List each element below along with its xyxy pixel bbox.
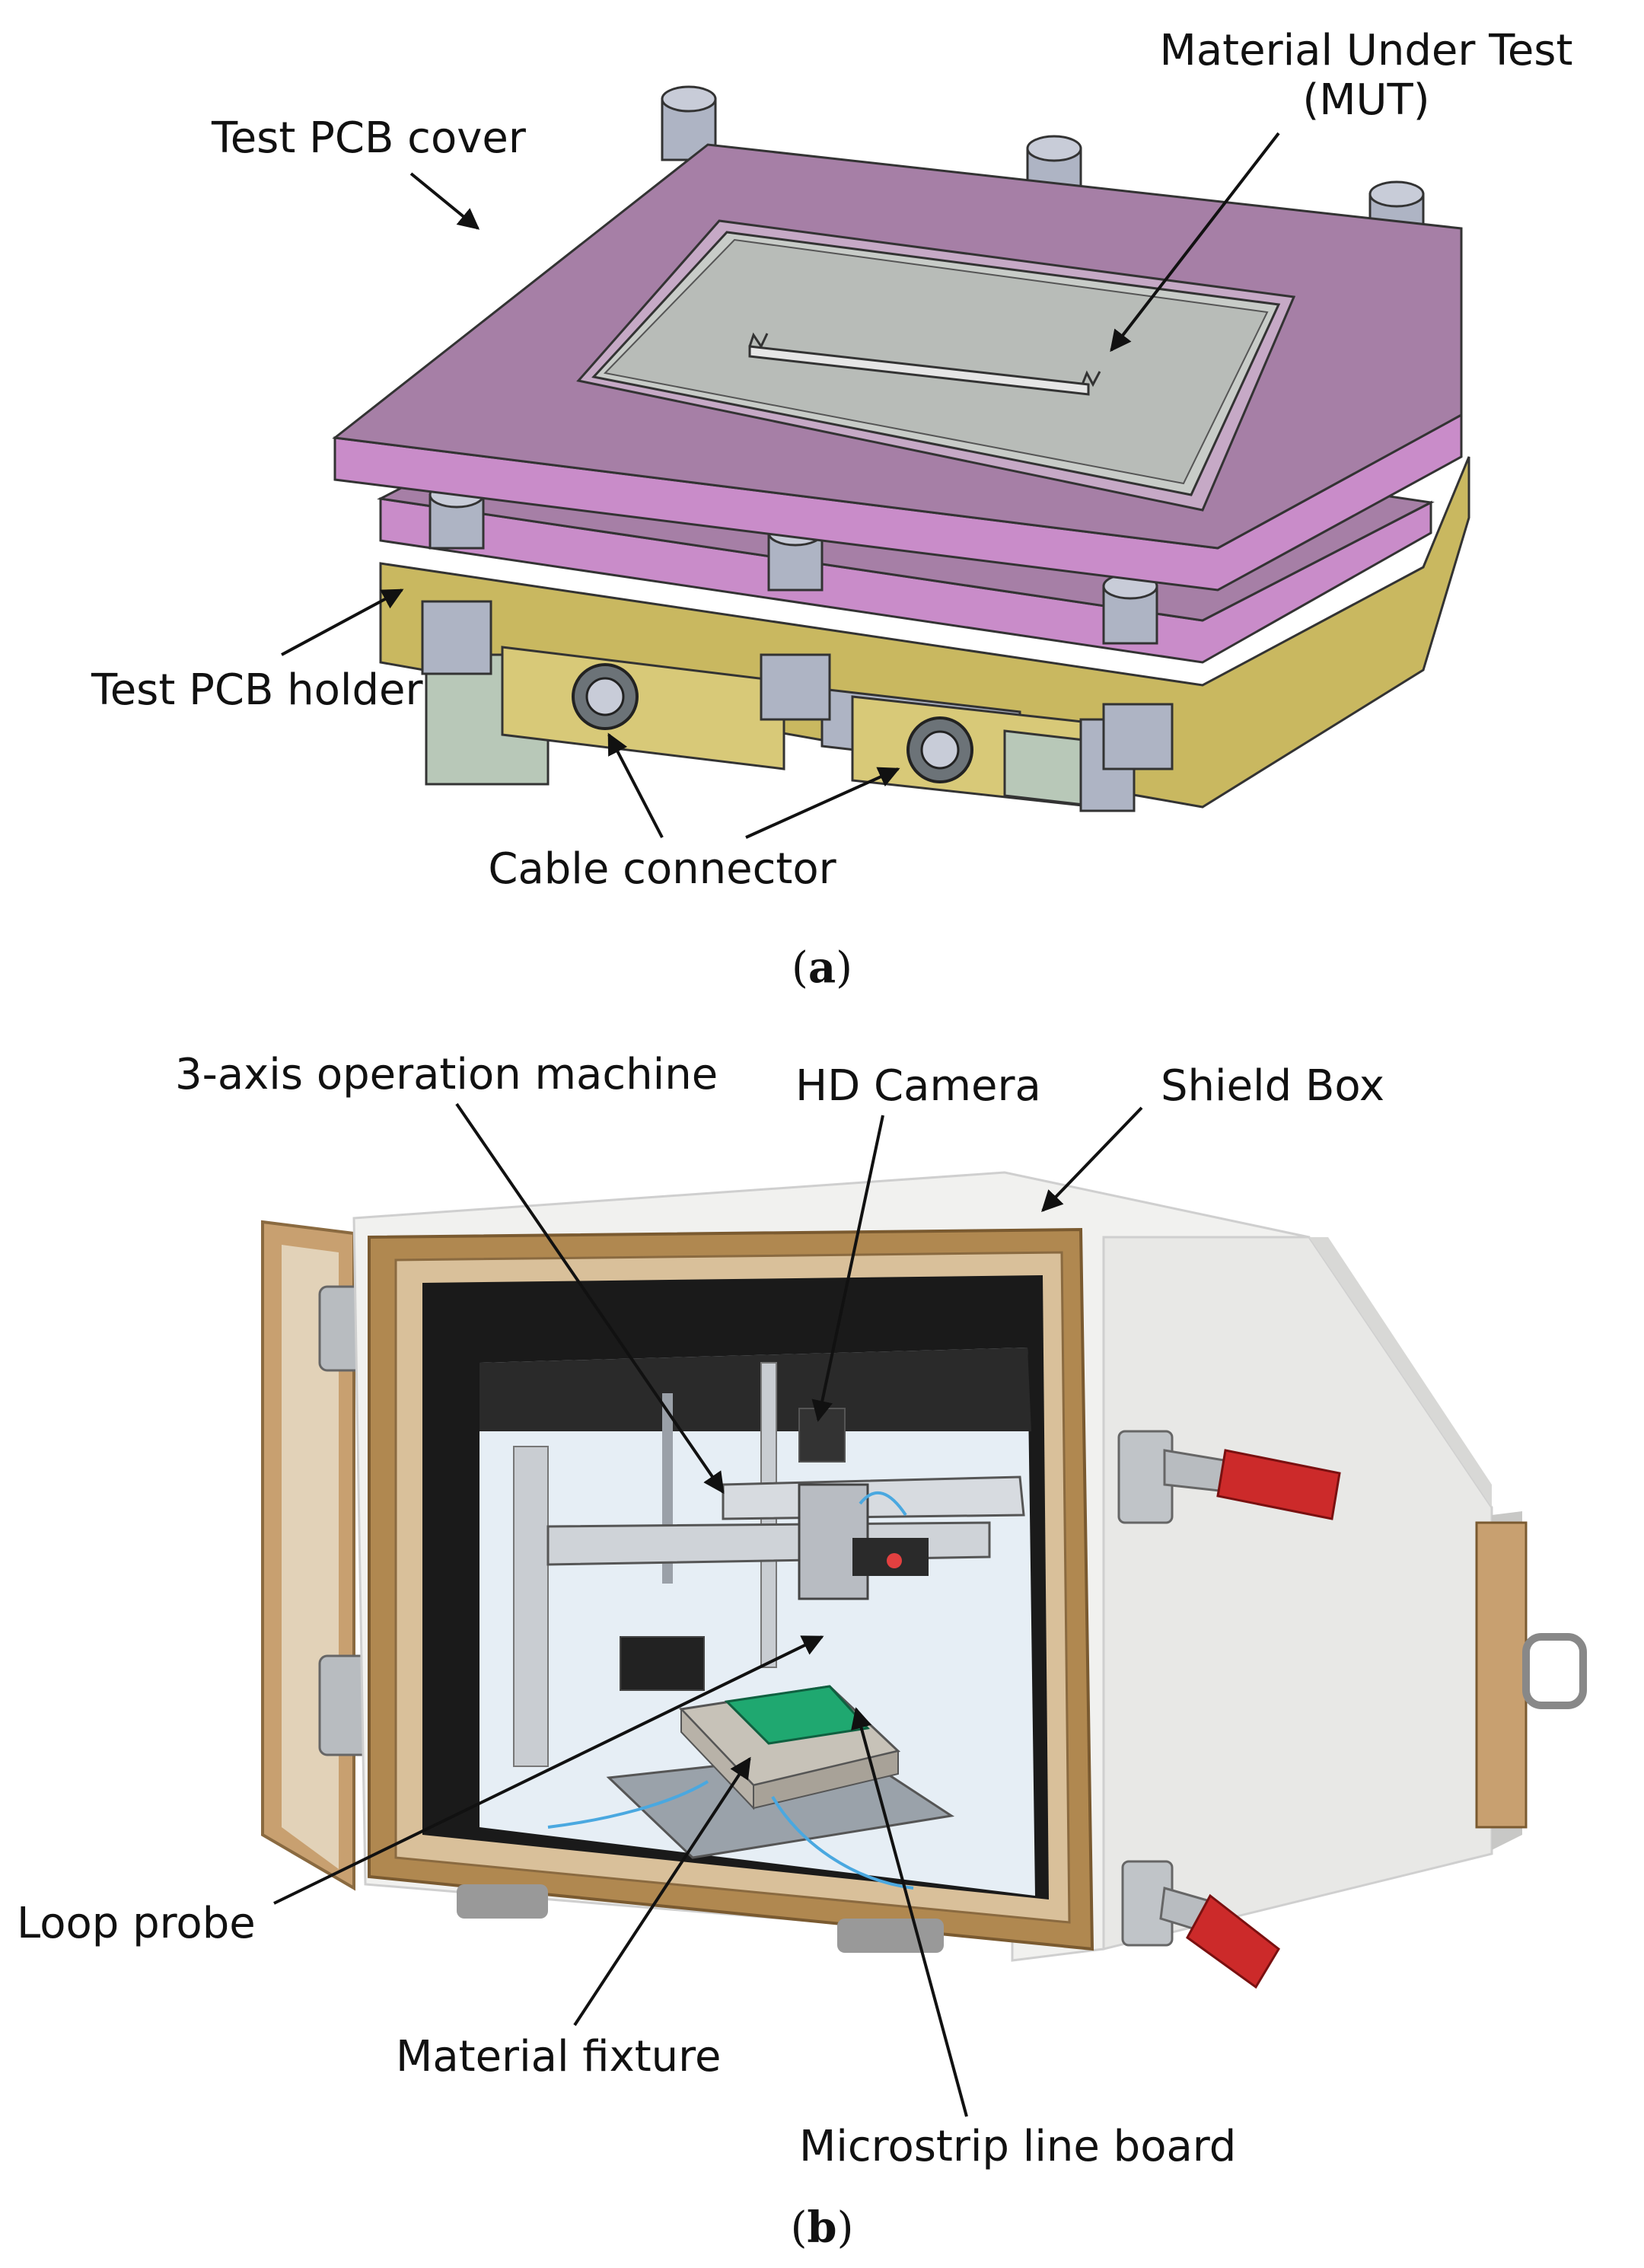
label-pcb-holder: Test PCB holder xyxy=(91,665,423,715)
label-operation-machine: 3-axis operation machine xyxy=(175,1050,718,1099)
cable-connectors xyxy=(572,663,973,783)
side-connector-panel xyxy=(1475,1521,1587,1829)
panel-b-annotations: 3-axis operation machine HD Camera Shiel… xyxy=(17,1050,1384,2171)
material-fixture-area xyxy=(606,1685,955,1859)
label-hd-camera: HD Camera xyxy=(795,1061,1041,1111)
arrow-hd-camera xyxy=(811,1115,884,1422)
cables xyxy=(547,1491,914,1890)
label-pcb-cover: Test PCB cover xyxy=(211,113,527,163)
arrow-mut xyxy=(1110,132,1280,352)
caption-a: (a) xyxy=(792,943,852,993)
label-mut-line2: (MUT) xyxy=(1302,75,1429,125)
panel-a-annotations: Material Under Test (MUT) Test PCB cover… xyxy=(91,26,1572,894)
arrow-shield-box xyxy=(1041,1106,1143,1213)
label-mut-line1: Material Under Test xyxy=(1160,26,1573,75)
label-cable-connector: Cable connector xyxy=(488,844,836,894)
arrow-connector-right xyxy=(745,767,900,839)
test-pcb-cover-body xyxy=(332,143,1463,592)
operation-machine xyxy=(546,1408,1025,1691)
box-feet xyxy=(457,1884,944,1953)
panel-b-illustration xyxy=(261,1171,1587,1989)
mut-strip xyxy=(748,332,1101,396)
latch-clamps xyxy=(1117,1430,1341,1989)
arrow-operation-machine xyxy=(455,1102,725,1494)
panel-a-illustration xyxy=(332,85,1470,812)
label-loop-probe: Loop probe xyxy=(17,1899,256,1948)
arrow-material-fixture xyxy=(573,1756,751,2027)
arrow-pcb-holder xyxy=(281,589,404,656)
arrow-microstrip xyxy=(851,1707,968,2117)
holder-pegs xyxy=(421,600,1174,770)
arrow-pcb-cover xyxy=(409,172,480,230)
label-shield-box: Shield Box xyxy=(1161,1061,1384,1111)
arrow-loop-probe xyxy=(273,1635,824,1905)
arrow-connector-left xyxy=(607,732,664,838)
caption-b: (b) xyxy=(791,2203,854,2253)
label-material-fixture: Material fixture xyxy=(396,2032,721,2081)
shield-box-door xyxy=(261,1220,374,1891)
label-microstrip: Microstrip line board xyxy=(799,2122,1236,2171)
